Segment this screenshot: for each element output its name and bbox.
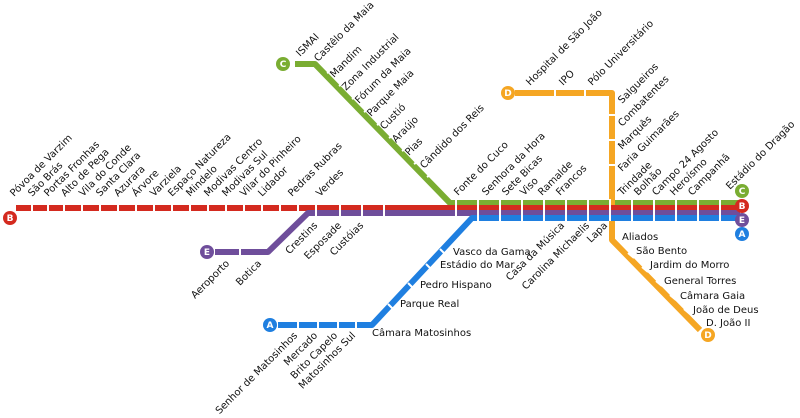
terminus-badge-d-hospital[interactable]: D	[501, 86, 515, 100]
station-parque-real[interactable]: Parque Real	[400, 299, 459, 310]
terminus-badge-c-ismai[interactable]: C	[276, 57, 290, 71]
line-a-track	[278, 215, 740, 328]
line-d-track	[515, 90, 703, 333]
station-camara-gaia[interactable]: Câmara Gaia	[680, 290, 745, 302]
svg-text:B: B	[739, 202, 746, 212]
terminus-badge-b-west[interactable]: B	[3, 211, 17, 225]
svg-text:E: E	[204, 248, 210, 258]
svg-text:C: C	[280, 60, 287, 70]
station-castelo-da-maia[interactable]: Castêlo da Maia	[312, 0, 377, 64]
station-general-torres[interactable]: General Torres	[664, 276, 736, 287]
station-botica[interactable]: Botica	[234, 258, 264, 288]
station-aliados[interactable]: Aliados	[622, 232, 658, 243]
line-c-track	[295, 61, 740, 206]
terminus-badge-e-aeroporto[interactable]: E	[200, 245, 214, 259]
line-b-west-labels: Póvoa de Varzim São Brás Portas Fronhas …	[8, 132, 346, 199]
station-pedro-hispano[interactable]: Pedro Hispano	[420, 280, 492, 291]
line-d-south-labels: Aliados São Bento Jardim do Morro Genera…	[622, 232, 759, 329]
terminus-badge-a-east[interactable]: A	[735, 227, 749, 241]
station-ipo[interactable]: IPO	[557, 68, 577, 88]
svg-text:B: B	[7, 214, 14, 224]
station-pias[interactable]: Pias	[403, 136, 425, 158]
station-vasco-da-gama[interactable]: Vasco da Gama	[453, 247, 531, 258]
terminus-badge-e-east[interactable]: E	[735, 213, 749, 227]
line-a-west-labels: Senhor de Matosinhos Mercado Brito Capel…	[214, 330, 358, 416]
line-e-labels: Crestins Esposade Custóias Aeroporto Bot…	[189, 220, 366, 301]
terminus-badge-b-east[interactable]: B	[735, 199, 749, 213]
line-a-labels: Vasco da Gama Estádio do Mar Pedro Hispa…	[372, 247, 531, 339]
station-candido-dos-reis[interactable]: Cândido dos Reis	[418, 102, 487, 171]
line-e-track	[215, 210, 740, 255]
station-estadio-do-mar[interactable]: Estádio do Mar	[440, 259, 515, 271]
svg-text:C: C	[739, 187, 746, 197]
station-jardim-do-morro[interactable]: Jardim do Morro	[649, 260, 729, 271]
station-sao-bento[interactable]: São Bento	[636, 246, 687, 257]
terminus-badge-d-south[interactable]: D	[701, 328, 715, 342]
station-d-joao-ii[interactable]: D. João II	[706, 318, 750, 329]
terminus-badge-a-west[interactable]: A	[263, 318, 277, 332]
svg-text:A: A	[739, 230, 746, 240]
svg-text:D: D	[704, 331, 711, 341]
station-joao-de-deus[interactable]: João de Deus	[692, 305, 759, 316]
terminus-badge-c-east[interactable]: C	[735, 184, 749, 198]
svg-text:D: D	[504, 89, 511, 99]
station-ticks	[31, 69, 721, 329]
station-camara-matosinhos[interactable]: Câmara Matosinhos	[372, 327, 471, 339]
station-estadio-do-dragao[interactable]: Estádio do Dragão	[724, 118, 798, 192]
station-lapa[interactable]: Lapa	[585, 220, 610, 245]
station-aeroporto[interactable]: Aeroporto	[189, 258, 232, 301]
station-senhor-de-matosinhos[interactable]: Senhor de Matosinhos	[214, 330, 300, 416]
svg-text:A: A	[267, 321, 274, 331]
svg-text:E: E	[739, 216, 745, 226]
